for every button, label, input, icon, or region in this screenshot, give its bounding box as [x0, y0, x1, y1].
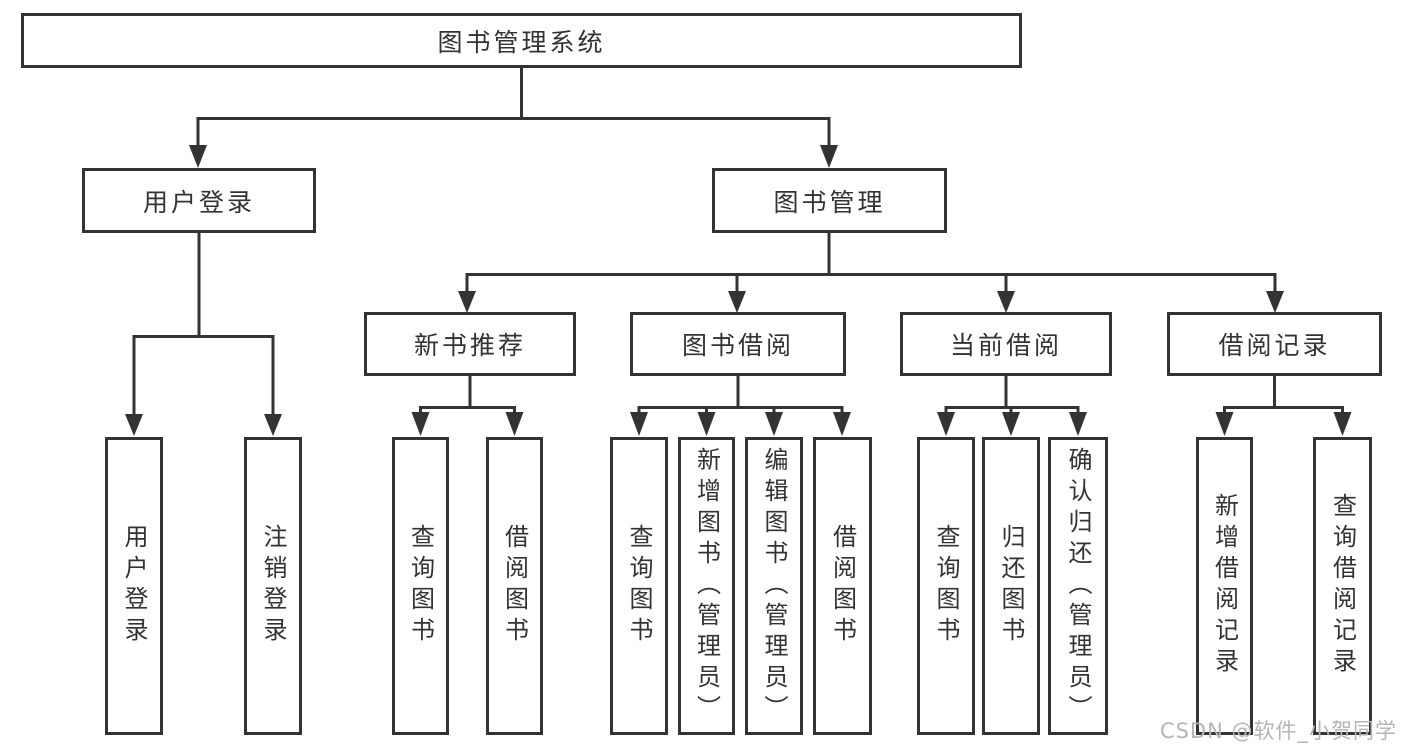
- leaf-return-books-label: 归还图书: [997, 524, 1025, 648]
- leaf-query-books-borrowing: 查询图书: [610, 437, 668, 735]
- leaf-confirm-return-admin-label: 确认归还（管理员）: [1064, 446, 1092, 726]
- leaf-confirm-return-admin: 确认归还（管理员）: [1048, 437, 1108, 735]
- leaf-query-books-recommend-label: 查询图书: [406, 524, 435, 648]
- node-borrowing-records-label: 借阅记录: [1218, 331, 1331, 360]
- leaf-borrow-books-borrowing: 借阅图书: [813, 437, 872, 735]
- leaf-query-books-current: 查询图书: [917, 437, 975, 735]
- leaf-add-borrow-record: 新增借阅记录: [1196, 437, 1253, 735]
- leaf-user-login-label: 用户登录: [120, 524, 148, 648]
- leaf-borrow-books-recommend: 借阅图书: [486, 437, 543, 735]
- leaf-query-books-recommend: 查询图书: [392, 437, 449, 735]
- node-library-management-system: 图书管理系统: [21, 13, 1022, 68]
- node-current-borrowing: 当前借阅: [900, 312, 1112, 376]
- node-book-management-label: 图书管理: [773, 187, 886, 217]
- leaf-logout: 注销登录: [244, 437, 302, 735]
- leaf-logout-label: 注销登录: [259, 524, 287, 648]
- leaf-query-borrow-record-label: 查询借阅记录: [1328, 493, 1357, 679]
- node-book-borrowing: 图书借阅: [630, 312, 846, 376]
- node-user-login-label: 用户登录: [142, 187, 255, 217]
- node-library-management-system-label: 图书管理系统: [437, 27, 606, 57]
- leaf-borrow-books-borrowing-label: 借阅图书: [828, 524, 857, 648]
- node-current-borrowing-label: 当前借阅: [949, 331, 1062, 360]
- leaf-add-book-admin: 新增图书（管理员）: [678, 437, 735, 735]
- leaf-borrow-books-recommend-label: 借阅图书: [500, 524, 529, 648]
- leaf-query-books-current-label: 查询图书: [932, 524, 960, 648]
- node-user-login: 用户登录: [82, 168, 316, 233]
- leaf-edit-book-admin-label: 编辑图书（管理员）: [760, 446, 788, 726]
- node-borrowing-records: 借阅记录: [1167, 312, 1382, 376]
- node-new-book-recommend-label: 新书推荐: [413, 331, 526, 360]
- node-book-management: 图书管理: [712, 168, 947, 233]
- leaf-user-login: 用户登录: [105, 437, 163, 735]
- leaf-query-books-borrowing-label: 查询图书: [625, 524, 653, 648]
- node-new-book-recommend: 新书推荐: [364, 312, 576, 376]
- leaf-add-book-admin-label: 新增图书（管理员）: [692, 446, 721, 726]
- leaf-query-borrow-record: 查询借阅记录: [1313, 437, 1372, 735]
- leaf-edit-book-admin: 编辑图书（管理员）: [745, 437, 803, 735]
- node-book-borrowing-label: 图书借阅: [681, 331, 794, 360]
- leaf-add-borrow-record-label: 新增借阅记录: [1210, 493, 1239, 679]
- watermark-text: CSDN @软件_小贺同学: [1159, 719, 1397, 743]
- leaf-return-books: 归还图书: [982, 437, 1040, 735]
